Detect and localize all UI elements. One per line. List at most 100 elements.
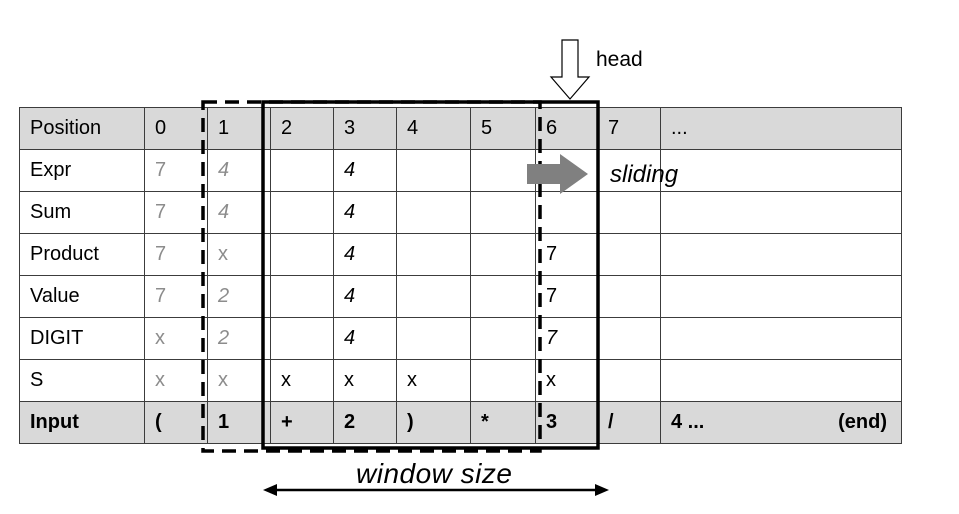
table-cell bbox=[470, 317, 536, 360]
cell-text: 7 bbox=[155, 285, 167, 307]
table-cell: 4 bbox=[333, 191, 397, 234]
table-cell: 7 bbox=[144, 275, 208, 318]
cell-text: x bbox=[344, 369, 354, 391]
table-cell: 7 bbox=[144, 191, 208, 234]
table-cell: x bbox=[535, 359, 598, 402]
cell-text: Product bbox=[30, 243, 99, 265]
table-cell: * bbox=[470, 401, 536, 444]
cell-text: x bbox=[407, 369, 417, 391]
table-cell bbox=[660, 149, 902, 192]
table-cell bbox=[270, 275, 334, 318]
table-cell bbox=[660, 359, 902, 402]
head-label: head bbox=[596, 48, 643, 71]
cell-text: * bbox=[481, 411, 489, 433]
table-cell bbox=[660, 317, 902, 360]
row-label-cell: Sum bbox=[19, 191, 145, 234]
table-cell: 2 bbox=[207, 317, 271, 360]
table-cell: 2 bbox=[207, 275, 271, 318]
cell-text: 4 bbox=[344, 159, 356, 181]
table-cell: 4 bbox=[333, 275, 397, 318]
cell-text: 4 ... bbox=[671, 411, 705, 433]
table-cell bbox=[660, 191, 902, 234]
table-cell: 1 bbox=[207, 107, 271, 150]
table-cell: x bbox=[144, 317, 208, 360]
cell-text: x bbox=[155, 369, 165, 391]
cell-text: 6 bbox=[546, 117, 558, 139]
cell-text: 1 bbox=[218, 411, 230, 433]
table-cell bbox=[396, 275, 471, 318]
table-cell: x bbox=[144, 359, 208, 402]
table-cell: 4 bbox=[396, 107, 471, 150]
cell-text: 2 bbox=[344, 411, 356, 433]
table-cell bbox=[535, 191, 598, 234]
cell-text: x bbox=[546, 369, 556, 391]
row-label-cell: Position bbox=[19, 107, 145, 150]
cell-text: 3 bbox=[344, 117, 356, 139]
table-cell bbox=[535, 149, 598, 192]
cell-text: 2 bbox=[218, 327, 230, 349]
table-cell bbox=[597, 317, 661, 360]
table-cell bbox=[597, 191, 661, 234]
table-cell: 3 bbox=[333, 107, 397, 150]
table-cell: x bbox=[270, 359, 334, 402]
table-cell: 0 bbox=[144, 107, 208, 150]
table-cell: 5 bbox=[470, 107, 536, 150]
table-cell: 4 bbox=[207, 149, 271, 192]
cell-text: x bbox=[155, 327, 165, 349]
cell-text: DIGIT bbox=[30, 327, 84, 349]
window-size-label: window size bbox=[356, 458, 513, 489]
cell-text: 4 bbox=[344, 201, 356, 223]
table-cell bbox=[396, 317, 471, 360]
cell-text: + bbox=[281, 411, 293, 433]
table-cell: 2 bbox=[333, 401, 397, 444]
table-cell: x bbox=[207, 359, 271, 402]
cell-text: Value bbox=[30, 285, 80, 307]
cell-text: 7 bbox=[546, 243, 558, 265]
cell-text: 7 bbox=[546, 285, 558, 307]
cell-text-right: (end) bbox=[838, 411, 887, 433]
table-cell: 7 bbox=[144, 149, 208, 192]
table-cell: 4 bbox=[333, 149, 397, 192]
row-label-cell: Value bbox=[19, 275, 145, 318]
table-cell: 6 bbox=[535, 107, 598, 150]
row-label-cell: DIGIT bbox=[19, 317, 145, 360]
table-cell: 3 bbox=[535, 401, 598, 444]
row-label-cell: Input bbox=[19, 401, 145, 444]
table-cell bbox=[470, 191, 536, 234]
cell-text: 2 bbox=[281, 117, 293, 139]
table-cell: 7 bbox=[535, 317, 598, 360]
cell-text: 1 bbox=[218, 117, 230, 139]
table-cell bbox=[597, 359, 661, 402]
cell-text: 0 bbox=[155, 117, 167, 139]
table-cell: x bbox=[207, 233, 271, 276]
cell-text: / bbox=[608, 411, 614, 433]
cell-text: x bbox=[281, 369, 291, 391]
cell-text: 7 bbox=[155, 159, 167, 181]
table-cell bbox=[396, 233, 471, 276]
cell-text: 4 bbox=[344, 285, 356, 307]
table-cell: ... bbox=[660, 107, 902, 150]
table-cell bbox=[470, 149, 536, 192]
cell-text: 4 bbox=[218, 159, 230, 181]
cell-text: x bbox=[218, 369, 228, 391]
table-cell bbox=[597, 233, 661, 276]
table-cell bbox=[470, 233, 536, 276]
cell-text: 7 bbox=[155, 243, 167, 265]
table-cell: 7 bbox=[144, 233, 208, 276]
table-cell bbox=[660, 233, 902, 276]
cell-text: 4 bbox=[218, 201, 230, 223]
table-cell bbox=[270, 233, 334, 276]
cell-text: 7 bbox=[546, 327, 558, 349]
table-cell: 4 bbox=[333, 317, 397, 360]
table-cell: 4 ... (end) bbox=[660, 401, 902, 444]
sliding-label: sliding bbox=[610, 161, 679, 188]
cell-text: 2 bbox=[218, 285, 230, 307]
cell-text: S bbox=[30, 369, 44, 391]
table-cell bbox=[270, 317, 334, 360]
table-cell: 7 bbox=[535, 275, 598, 318]
table-cell bbox=[470, 359, 536, 402]
table-cell: x bbox=[333, 359, 397, 402]
cell-text: x bbox=[218, 243, 228, 265]
cell-text: ) bbox=[407, 411, 414, 433]
